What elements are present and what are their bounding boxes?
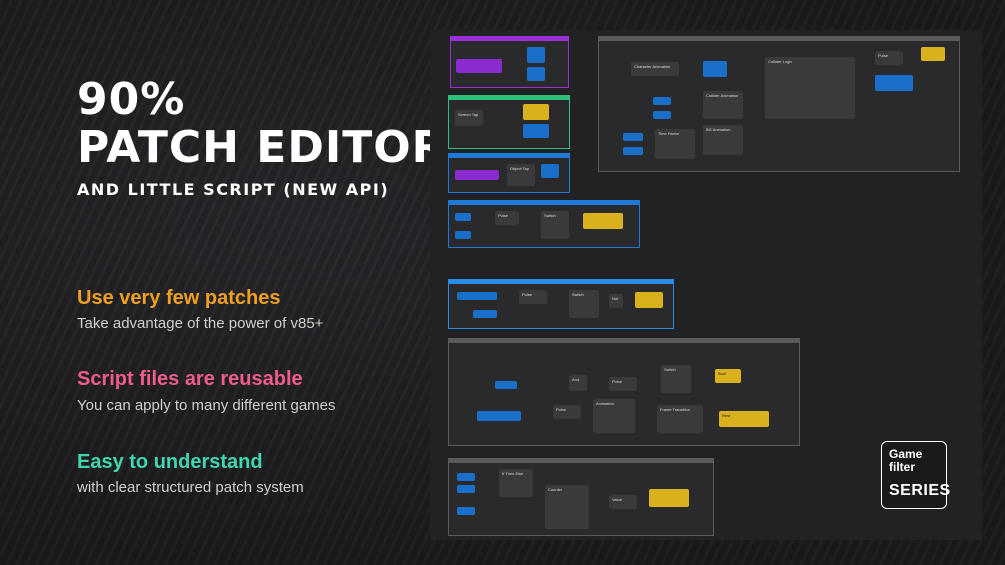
patch-node[interactable]: Pulse bbox=[553, 405, 581, 419]
headline-main: PATCH EDITOR bbox=[77, 122, 447, 173]
patch-node[interactable] bbox=[921, 47, 945, 61]
patch-node[interactable]: BG Animation bbox=[703, 125, 743, 155]
patch-node[interactable] bbox=[527, 47, 545, 63]
patch-node[interactable]: Time Factor bbox=[655, 129, 695, 159]
patch-node[interactable] bbox=[457, 485, 475, 493]
patch-node[interactable] bbox=[457, 292, 497, 300]
headline-percent: 90% bbox=[77, 74, 186, 125]
patch-node[interactable] bbox=[495, 381, 517, 389]
patch-node[interactable] bbox=[523, 124, 549, 138]
patch-node[interactable] bbox=[623, 147, 643, 155]
patch-node[interactable] bbox=[455, 231, 471, 239]
patch-group[interactable]: Pulse Switch bbox=[448, 200, 640, 248]
patch-node[interactable]: Animation bbox=[593, 399, 635, 433]
patch-group[interactable] bbox=[450, 36, 569, 88]
patch-node[interactable] bbox=[477, 411, 521, 421]
feature-1-subtext: Take advantage of the power of v85+ bbox=[77, 315, 324, 332]
patch-node[interactable] bbox=[456, 59, 502, 73]
patch-node[interactable]: And bbox=[569, 375, 587, 391]
patch-node[interactable] bbox=[541, 164, 559, 178]
patch-node[interactable] bbox=[649, 489, 689, 507]
patch-node[interactable] bbox=[455, 213, 471, 221]
patch-node[interactable] bbox=[527, 67, 545, 81]
feature-1-heading: Use very few patches bbox=[77, 287, 281, 309]
patch-group[interactable]: And Pulse Switch Bool Pulse Animation Fr… bbox=[448, 338, 800, 446]
patch-node[interactable] bbox=[623, 133, 643, 141]
patch-node[interactable] bbox=[457, 473, 475, 481]
patch-node[interactable]: Collider Animation bbox=[703, 91, 743, 119]
feature-3-subtext: with clear structured patch system bbox=[77, 479, 304, 496]
patch-node[interactable] bbox=[653, 97, 671, 105]
patch-node[interactable]: Switch bbox=[569, 290, 599, 318]
patch-node[interactable]: Pulse bbox=[609, 377, 637, 391]
patch-node[interactable] bbox=[635, 292, 663, 308]
patch-node[interactable] bbox=[473, 310, 497, 318]
feature-3-heading: Easy to understand bbox=[77, 451, 263, 473]
patch-node[interactable]: If Then Else bbox=[499, 469, 533, 497]
patch-node[interactable]: Character Animation bbox=[631, 62, 679, 76]
patch-group[interactable]: Pulse Switch Not bbox=[448, 279, 674, 329]
patch-node[interactable]: Switch bbox=[541, 211, 569, 239]
patch-node[interactable] bbox=[457, 507, 475, 515]
patch-group[interactable]: Screen Tap bbox=[448, 95, 570, 149]
feature-2-subtext: You can apply to many different games bbox=[77, 397, 336, 414]
patch-group[interactable]: Character Animation Collider Logic Pulse… bbox=[598, 36, 960, 172]
patch-node[interactable] bbox=[875, 75, 913, 91]
patch-node[interactable]: Bool bbox=[715, 369, 741, 383]
patch-group[interactable]: If Then Else Counter Value bbox=[448, 458, 714, 536]
patch-node[interactable] bbox=[703, 61, 727, 77]
patch-node[interactable] bbox=[455, 170, 499, 180]
patch-node[interactable]: Object Tap bbox=[507, 164, 535, 186]
patch-node[interactable] bbox=[583, 213, 623, 229]
patch-node[interactable] bbox=[523, 104, 549, 120]
patch-node[interactable] bbox=[653, 111, 671, 119]
headline-sub: AND LITTLE SCRIPT (NEW API) bbox=[77, 180, 390, 199]
patch-node[interactable]: Collider Logic bbox=[765, 57, 855, 119]
patch-editor-canvas[interactable]: Screen Tap Object Tap Pulse Switch Chara… bbox=[430, 30, 982, 540]
patch-node[interactable]: Counter bbox=[545, 485, 589, 529]
patch-node[interactable]: Frame Transition bbox=[657, 405, 703, 433]
patch-node[interactable]: Pulse bbox=[875, 51, 903, 65]
game-filter-series-badge: Game filter SERIES bbox=[881, 441, 950, 509]
patch-node[interactable]: Pulse bbox=[495, 211, 519, 225]
patch-group[interactable]: Object Tap bbox=[448, 153, 570, 193]
patch-node[interactable]: Value bbox=[609, 495, 637, 509]
patch-node[interactable]: Screen Tap bbox=[455, 110, 483, 126]
patch-node[interactable]: Switch bbox=[661, 365, 691, 393]
feature-2-heading: Script files are reusable bbox=[77, 368, 303, 390]
patch-node[interactable]: Pulse bbox=[519, 290, 547, 304]
patch-node[interactable]: Rest bbox=[719, 411, 769, 427]
patch-node[interactable]: Not bbox=[609, 294, 623, 308]
